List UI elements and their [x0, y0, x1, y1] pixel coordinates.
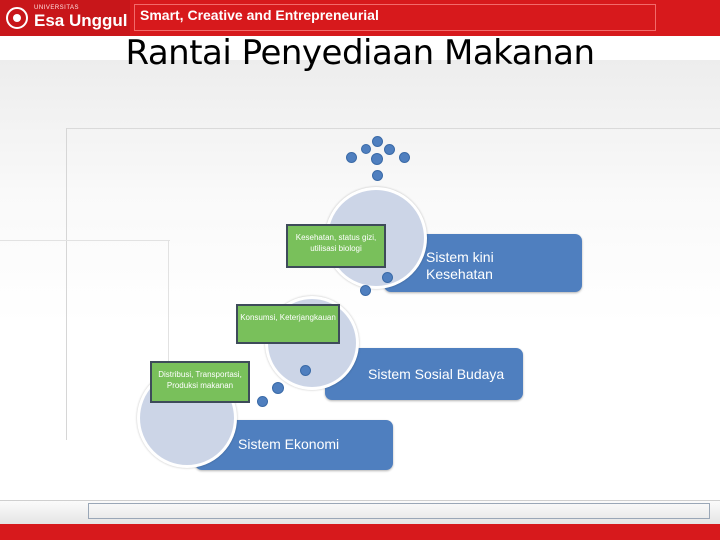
dot-icon — [384, 144, 395, 155]
dot-icon — [372, 136, 383, 147]
footer-bar — [0, 500, 720, 525]
header-outline — [134, 4, 656, 31]
dot-icon — [361, 144, 371, 154]
logo-subtext: UNIVERSITAS — [34, 5, 80, 11]
university-logo: UNIVERSITAS Esa Unggul — [0, 0, 130, 36]
background-line — [168, 240, 169, 400]
system-panel-socio-cultural: Sistem Sosial Budaya — [325, 348, 523, 400]
dot-icon — [360, 285, 371, 296]
system-label: Sistem Sosial Budaya — [368, 366, 505, 382]
dot-icon — [346, 152, 357, 163]
slide-title: Rantai Penyediaan Makanan — [125, 33, 595, 73]
level-label-health: Kesehatan, status gizi, utilisasi biolog… — [286, 224, 386, 268]
footer-red-strip — [0, 524, 720, 540]
dot-icon — [399, 152, 410, 163]
logo-emblem-icon — [6, 7, 28, 29]
tagline: Smart, Creative and Entrepreneurial — [140, 7, 379, 23]
level-label-consumption: Konsumsi, Keterjangkauan — [236, 304, 340, 344]
footer-outline — [88, 503, 710, 519]
dot-icon — [382, 272, 393, 283]
dot-icon — [300, 365, 311, 376]
dot-icon — [372, 170, 383, 181]
background-line — [66, 128, 720, 129]
dot-icon — [272, 382, 284, 394]
level-label-distribution: Distribusi, Transportasi, Produksi makan… — [150, 361, 250, 403]
background-line — [0, 240, 170, 241]
system-label: Sistem Ekonomi — [238, 436, 340, 452]
background-line — [66, 128, 67, 440]
dot-icon — [371, 153, 383, 165]
logo-text: Esa Unggul — [34, 11, 128, 30]
dot-icon — [257, 396, 268, 407]
system-label: Sistem kini Kesehatan — [426, 249, 494, 282]
